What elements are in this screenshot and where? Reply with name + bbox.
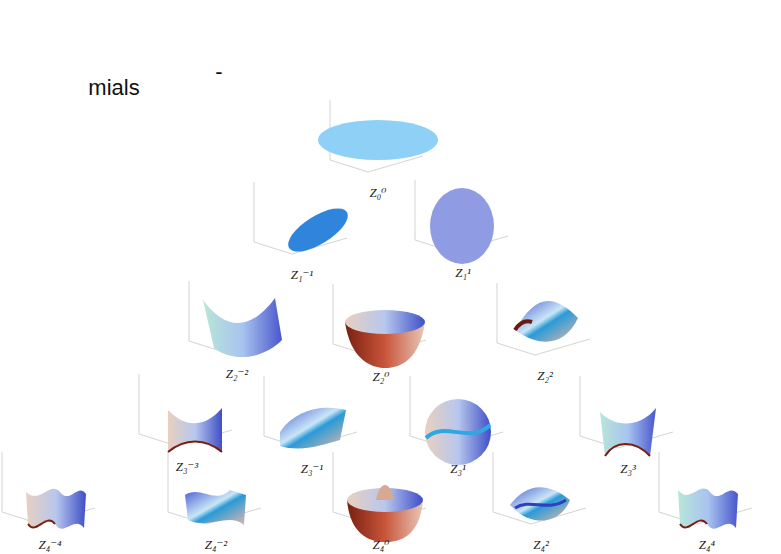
plot-axis	[497, 343, 535, 355]
plot-axis	[415, 180, 416, 240]
polynomial-label: Z₄²	[533, 538, 549, 551]
polynomial-label: Z₁¹	[455, 266, 471, 279]
polynomial-label: Z₄⁻⁴	[38, 538, 61, 551]
polynomial-label: Z₁⁻¹	[291, 268, 314, 281]
plot-axis	[410, 376, 411, 436]
plot-axis	[264, 376, 265, 436]
plot-axis	[2, 452, 3, 512]
plot-axis	[659, 452, 660, 512]
polynomial-label: Z₃⁻¹	[301, 462, 324, 475]
polynomial-label: Z₂²	[537, 369, 553, 382]
polynomial-label: Z₃³	[620, 462, 636, 475]
polynomial-label: Z₄⁰	[373, 538, 390, 551]
plot-axis	[580, 376, 581, 436]
plot-axis	[139, 374, 140, 434]
plot-axis	[330, 160, 368, 172]
title-fragment: mials	[88, 77, 139, 99]
plot-axis	[254, 182, 255, 242]
plot-axis	[333, 452, 334, 512]
polynomial-label: Z₄⁻²	[205, 538, 228, 551]
title-fragment: -	[215, 61, 222, 83]
plot-axis	[493, 452, 494, 512]
polynomial-label: Z₄⁴	[699, 538, 715, 551]
plot-axis	[254, 242, 292, 254]
polynomial-label: Z₃¹	[450, 462, 466, 475]
plot-axis	[168, 452, 169, 512]
polynomial-label: Z₂⁻²	[226, 367, 249, 380]
polynomial-label: Z₂⁰	[373, 370, 390, 383]
plot-axis	[497, 283, 498, 343]
plot-axis	[333, 284, 334, 344]
plot-axis	[189, 281, 190, 341]
polynomial-label: Z₃⁻³	[176, 460, 199, 473]
polynomial-label: Z₀⁰	[370, 186, 387, 199]
